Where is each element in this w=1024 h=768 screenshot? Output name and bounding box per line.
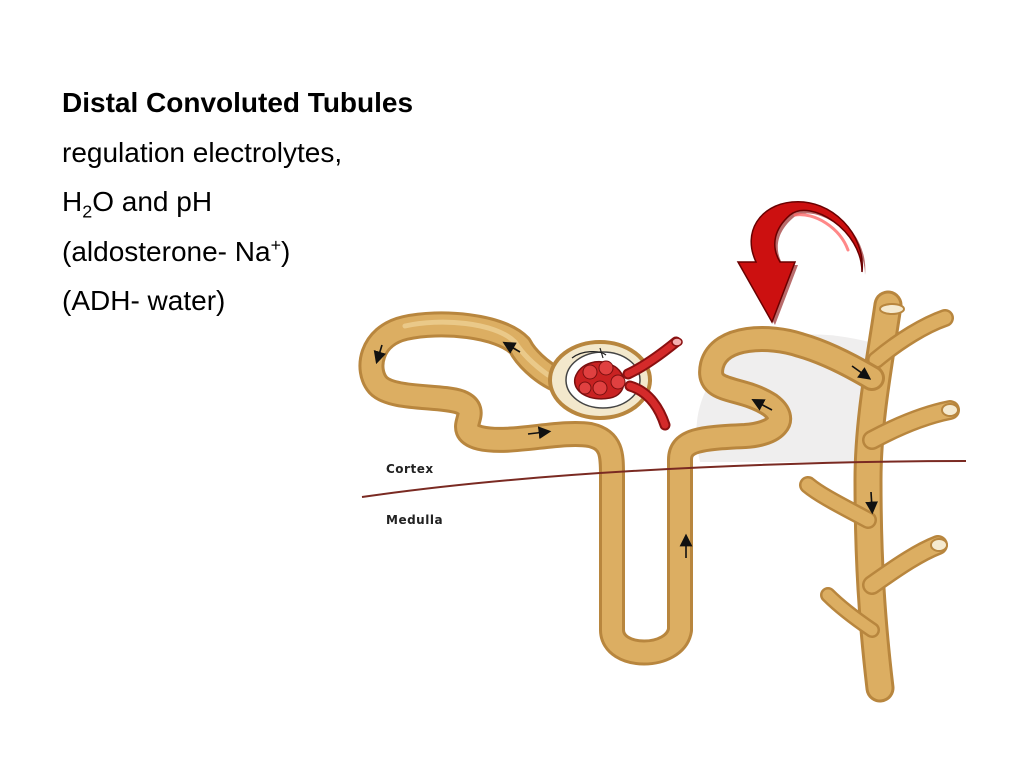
slide-title: Distal Convoluted Tubules [62,87,414,118]
curved-arrow-icon [736,201,866,325]
cortex-label: Cortex [386,462,434,476]
formula-rest: O and pH [92,186,213,217]
formula-subscript: 2 [82,201,93,222]
ion-charge: + [270,234,282,255]
aldosterone-close: ) [281,235,291,267]
text-block: Distal Convoluted Tubules regulation ele… [62,78,542,326]
bullet-water-ph: H2O and pH [62,177,542,227]
glomerulus [548,336,683,431]
flow-arrows [373,341,878,558]
bullet-aldosterone: (aldosterone- Na+) [62,227,542,277]
bullet-adh: (ADH- water) [62,285,226,316]
cortex-medulla-boundary [361,460,967,498]
medulla-label: Medulla [386,513,443,527]
aldosterone-text: (aldosterone- Na [62,235,271,267]
nephron-tubule [358,311,885,666]
collecting-duct [799,290,960,703]
formula-h: H [62,186,83,217]
bullet-electrolytes: regulation electrolytes, [62,136,343,168]
